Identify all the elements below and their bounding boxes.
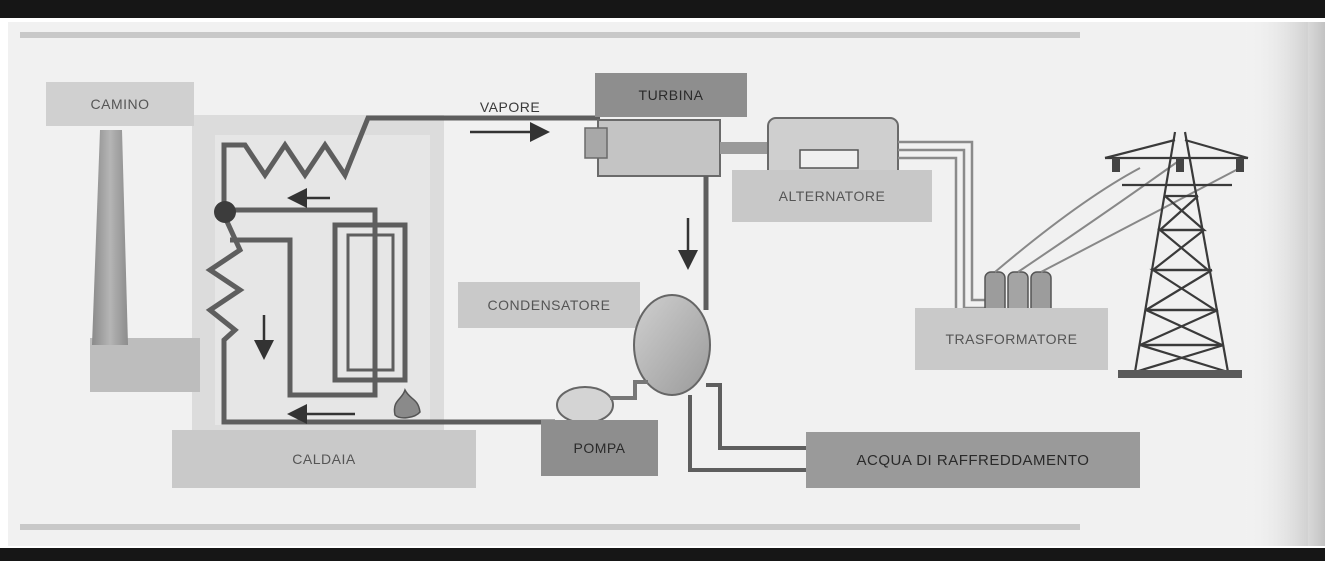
alternator-label: ALTERNATORE — [778, 188, 886, 204]
transformer-label: TRASFORMATORE — [945, 331, 1078, 347]
burner-flame — [393, 387, 421, 419]
condenser-tank — [633, 294, 711, 396]
condenser-label: CONDENSATORE — [487, 297, 611, 313]
pump-body — [556, 386, 614, 424]
turbine-shaft — [720, 142, 770, 154]
pylon-insulator-right — [1236, 158, 1244, 172]
cooling-water-pipes — [688, 383, 808, 472]
chimney-stack — [92, 130, 128, 345]
pylon-insulator-center — [1176, 158, 1184, 172]
boiler-pipework — [205, 115, 600, 425]
pump-label-box — [541, 420, 658, 476]
turbine-label-box — [595, 73, 747, 117]
right-edge-shadow — [1240, 22, 1325, 546]
bottom-rule — [20, 524, 1080, 530]
transmission-lines — [994, 159, 1241, 273]
boiler-label: CALDAIA — [292, 451, 356, 467]
top-frame-bar — [0, 0, 1325, 18]
top-rule — [20, 32, 1080, 38]
steam-label: VAPORE — [479, 99, 541, 115]
turbine-inlet — [584, 127, 608, 159]
pylon-insulators — [1112, 158, 1120, 172]
bottom-frame-bar — [0, 548, 1325, 561]
boiler-drum — [214, 201, 236, 223]
chimney-label: CAMINO — [90, 96, 150, 112]
cooling-water-label-box — [806, 432, 1140, 488]
turbine-body — [597, 119, 721, 177]
pylon-foot — [1118, 370, 1242, 378]
alternator-terminals — [799, 149, 859, 169]
cooling-water-label: ACQUA DI RAFFREDDAMENTO — [856, 451, 1090, 469]
boiler-base — [172, 430, 476, 488]
pump-to-condenser-pipe — [610, 380, 648, 400]
condenser-label-box — [458, 282, 640, 328]
pump-label: POMPA — [573, 440, 626, 456]
alternator-label-box — [732, 170, 932, 222]
transformer-label-box — [915, 308, 1108, 370]
chimney-label-box — [46, 82, 194, 126]
chimney-base — [90, 338, 200, 392]
turbine-label: TURBINA — [638, 87, 704, 103]
